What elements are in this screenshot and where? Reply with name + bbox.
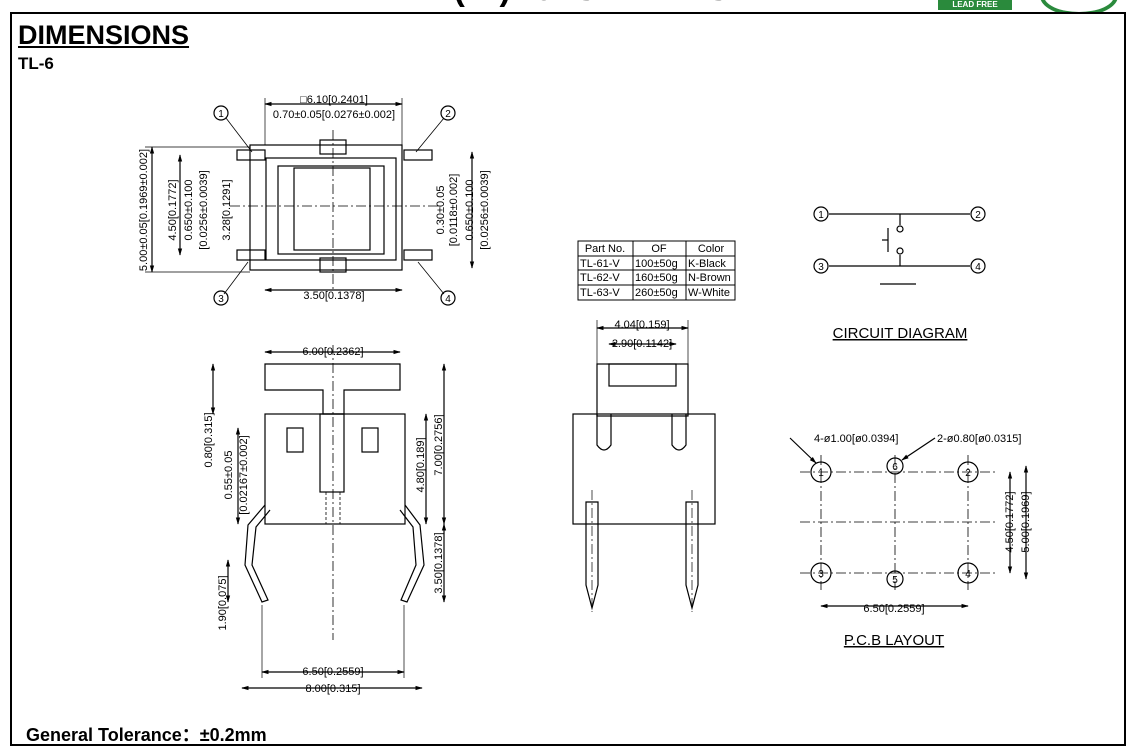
dim-lead-w2-in: [0.0256±0.0039]: [479, 170, 491, 249]
page-title: DIMENSIONS: [18, 20, 190, 50]
pcb-caption: P.C.B LAYOUT: [844, 632, 944, 649]
pin-label-1: 1: [218, 109, 224, 120]
top-view: [145, 98, 475, 306]
side-view: [572, 320, 716, 612]
table-cell: 160±50g: [635, 272, 678, 284]
table-header-color: Color: [698, 243, 725, 255]
lead-3: [236, 249, 266, 261]
pcb-pitch-v: 4.50[0.1772]: [1004, 491, 1016, 552]
pcb-labels: 1 6 2 3 5 4 4-ø1.00[ø0.0394] 2-ø0.80[ø0.…: [814, 433, 1032, 649]
dim-total-h: 7.00[0.2756]: [433, 414, 445, 475]
dim-top-w: 6.00[0.2362]: [302, 346, 363, 358]
front-view: [210, 345, 447, 691]
dim-thick-in: [0.0118±0.002]: [448, 174, 460, 247]
drawing-frame: [10, 12, 1126, 746]
top-actuator: [293, 167, 371, 251]
dim-bend: 1.90[0.075]: [217, 575, 229, 630]
table-cell: K-Black: [688, 258, 726, 270]
dim-outer: 4.04[0.159]: [614, 319, 669, 331]
dim-width: □6.10[0.2401]: [300, 94, 368, 106]
pcb-pin: 1: [818, 468, 824, 479]
model-label: TL-6: [18, 54, 54, 73]
pcb-pin: 5: [892, 575, 898, 586]
table-header-part: Part No.: [585, 243, 625, 255]
circuit-pin-1: 1: [818, 210, 824, 221]
pcb-layout: [789, 437, 1029, 609]
circuit-caption: CIRCUIT DIAGRAM: [833, 325, 968, 342]
table-cell: N-Brown: [688, 272, 731, 284]
table-cell: 100±50g: [635, 258, 678, 270]
pcb-pitch-h: 6.50[0.2559]: [863, 603, 924, 615]
circuit-pin-3: 3: [818, 262, 824, 273]
dim-lead-t: 0.55±0.05: [223, 451, 235, 500]
dim-pitch-v: 4.50[0.1772]: [167, 179, 179, 240]
top-body-outline: [249, 144, 403, 271]
pin-label-2: 2: [445, 109, 451, 120]
table-header-of: OF: [651, 243, 667, 255]
dim-inner-side: 2.90[0.1142]: [612, 338, 672, 350]
dim-pitch-h: 3.50[0.1378]: [303, 290, 364, 302]
table-cell: TL-61-V: [580, 258, 620, 270]
lead-4: [403, 249, 433, 261]
dim-slot: 0.70±0.05[0.0276±0.002]: [273, 109, 395, 121]
table-cell: TL-63-V: [580, 287, 620, 299]
dim-thick: 0.30±0.05: [435, 186, 447, 235]
general-tolerance: General Tolerance：±0.2mm: [26, 725, 267, 745]
pcb-holes2: 2-ø0.80[ø0.0315]: [937, 433, 1021, 445]
dim-cap-h: 0.80[0.315]: [203, 412, 215, 467]
dim-lead-w: 0.650±0.100: [183, 179, 195, 240]
table-cell: W-White: [688, 287, 730, 299]
circuit-pin-2: 2: [975, 210, 981, 221]
part-table-text: Part No. OF Color TL-61-V 100±50g K-Blac…: [580, 243, 731, 299]
top-actuator-frame: [277, 165, 385, 255]
pcb-pin: 3: [818, 569, 824, 580]
dim-inner: 3.28[0.1291]: [221, 179, 233, 240]
dim-pitch: 6.50[0.2559]: [302, 666, 363, 678]
dim-height-total: 5.00±0.05[0.1969±0.002]: [138, 149, 150, 271]
table-cell: TL-62-V: [580, 272, 620, 284]
pcb-pin: 6: [892, 462, 898, 473]
pcb-pin: 2: [965, 468, 971, 479]
circuit-labels: 1 2 3 4 CIRCUIT DIAGRAM: [818, 210, 981, 342]
table-cell: 260±50g: [635, 287, 678, 299]
pcb-pin: 4: [965, 569, 971, 580]
lead-free-badge: LEAD FREE: [938, 0, 1012, 10]
circuit-diagram: [813, 206, 986, 285]
pin-label-4: 4: [445, 294, 451, 305]
pcb-total-v: 5.00[0.1969]: [1020, 491, 1032, 552]
top-inner-frame: [265, 157, 397, 261]
series-title: TL(E)-6 SERIES: [400, 0, 735, 9]
dim-lead-w-in: [0.0256±0.0039]: [198, 170, 210, 249]
side-view-labels: 4.04[0.159] 2.90[0.1142]: [612, 319, 672, 350]
dim-lead-t-in: [0.02167±0.002]: [238, 435, 250, 514]
pcb-holes4: 4-ø1.00[ø0.0394]: [814, 433, 898, 445]
lead-2: [403, 149, 433, 161]
dim-total-w: 8.00[0.315]: [305, 683, 360, 695]
front-view-labels: 6.00[0.2362] 0.80[0.315] 0.55±0.05 [0.02…: [203, 346, 445, 695]
circuit-pin-4: 4: [975, 262, 981, 273]
dim-lead-w2: 0.650±0.100: [464, 179, 476, 240]
part-table: [577, 240, 736, 301]
top-view-labels: 1 2 3 4 □6.10[0.2401] 0.70±0.05[0.0276±0…: [138, 94, 491, 305]
dim-body-h: 4.80[0.189]: [415, 437, 427, 492]
pin-label-3: 3: [218, 294, 224, 305]
lead-1: [236, 149, 266, 161]
dim-lead-len: 3.50[0.1378]: [433, 532, 445, 593]
